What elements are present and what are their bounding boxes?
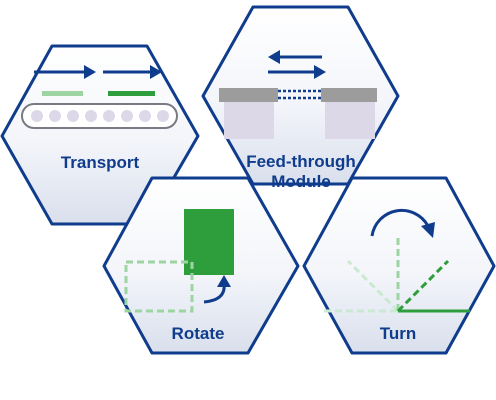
turn-rays (324, 236, 470, 313)
transport-tile: Transport (0, 44, 200, 226)
green-bar (108, 91, 155, 96)
curved-arrow-icon (203, 275, 231, 304)
arrow-right-icon (268, 65, 326, 79)
feed-through-label-line2: Module (271, 172, 331, 191)
turn-tile: Turn (302, 176, 496, 355)
feed-through-dotted-link (278, 89, 321, 100)
feed-through-label-line1: Feed-through (246, 152, 356, 171)
conveyor-icon (21, 103, 178, 129)
arrow-right-icon (103, 65, 162, 79)
turn-label: Turn (380, 324, 417, 343)
light-green-bar (42, 91, 83, 96)
rotation-arrow-icon (370, 208, 435, 238)
arrow-right-icon (34, 65, 96, 79)
left-module-block (219, 88, 278, 139)
rotate-tile: Rotate (102, 176, 300, 355)
original-block-outline (124, 260, 194, 313)
rotate-label: Rotate (172, 324, 225, 343)
arrow-left-icon (268, 50, 322, 64)
transport-label: Transport (61, 153, 140, 172)
right-module-block (321, 88, 377, 139)
feed-through-tile: Feed-through Module (201, 5, 400, 191)
